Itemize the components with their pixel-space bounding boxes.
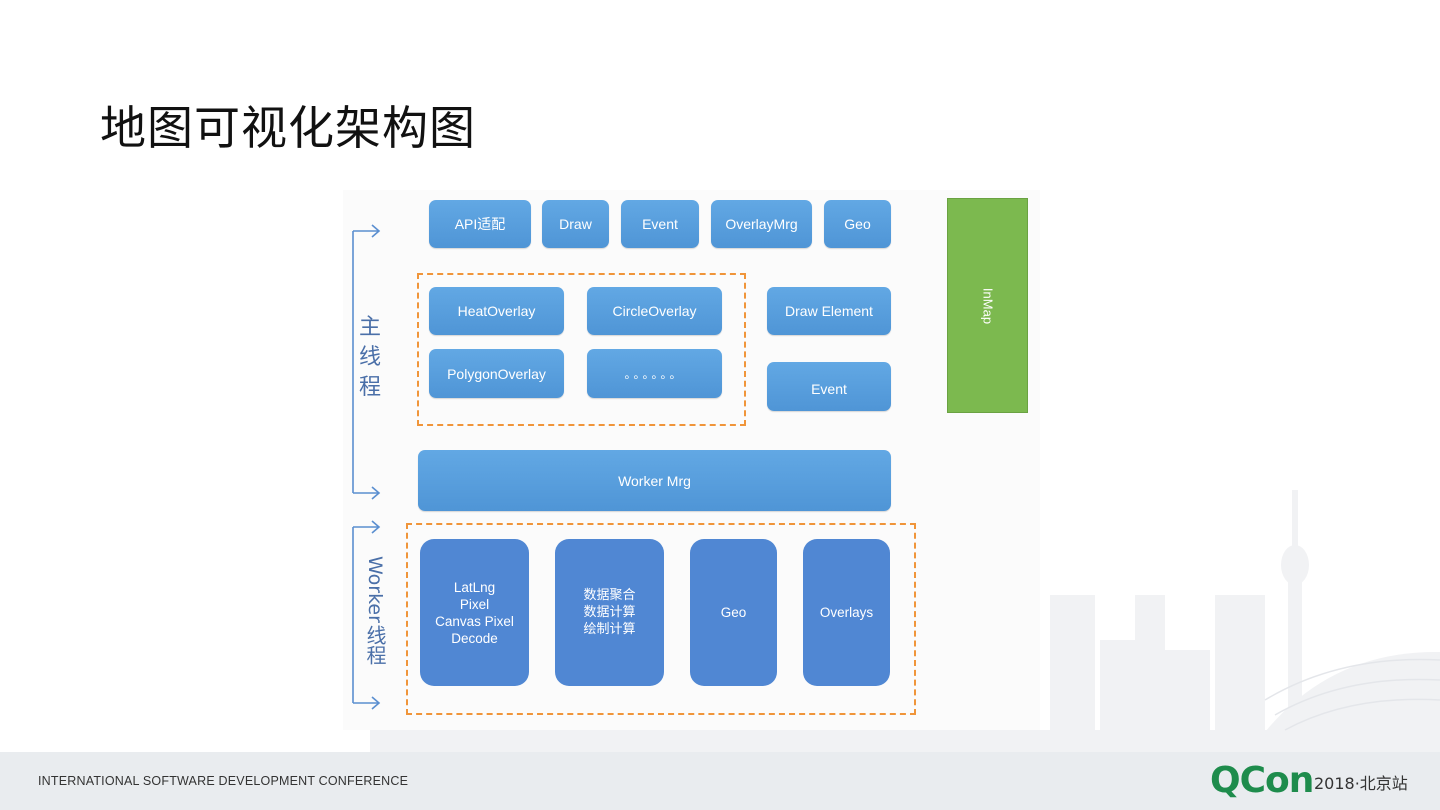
worker-thread-label: Worker 线程: [363, 556, 387, 665]
overlays-group: [417, 273, 746, 426]
worker-mrg-box: Worker Mrg: [418, 450, 891, 511]
main-thread-bracket: [352, 224, 381, 500]
overlay-mrg-box: OverlayMrg: [711, 200, 812, 248]
footer-bar: [0, 752, 1440, 810]
page-title: 地图可视化架构图: [100, 101, 476, 155]
geo-box: Geo: [824, 200, 891, 248]
worker-overlays-box: Overlays: [803, 539, 890, 686]
polygon-overlay-box: PolygonOverlay: [429, 349, 564, 398]
more-overlays-box: 。。。。。。: [587, 349, 722, 398]
worker-group: [406, 523, 916, 715]
circle-overlay-box: CircleOverlay: [587, 287, 722, 335]
event-box: Event: [621, 200, 699, 248]
event-right-box: Event: [767, 362, 891, 411]
qcon-logo: QCon: [1210, 760, 1314, 801]
draw-box: Draw: [542, 200, 609, 248]
coord-convert-box: LatLng Pixel Canvas Pixel Decode: [420, 539, 529, 686]
main-thread-label: 主线程: [358, 315, 381, 400]
inmap-box: InMap: [947, 198, 1028, 413]
heat-overlay-box: HeatOverlay: [429, 287, 564, 335]
worker-thread-bracket: [352, 520, 381, 710]
worker-geo-box: Geo: [690, 539, 777, 686]
data-compute-box: 数据聚合 数据计算 绘制计算: [555, 539, 664, 686]
api-adapter-box: API适配: [429, 200, 531, 248]
conference-name: INTERNATIONAL SOFTWARE DEVELOPMENT CONFE…: [38, 774, 409, 788]
edition-label: 2018·北京站: [1314, 774, 1408, 793]
draw-element-box: Draw Element: [767, 287, 891, 335]
